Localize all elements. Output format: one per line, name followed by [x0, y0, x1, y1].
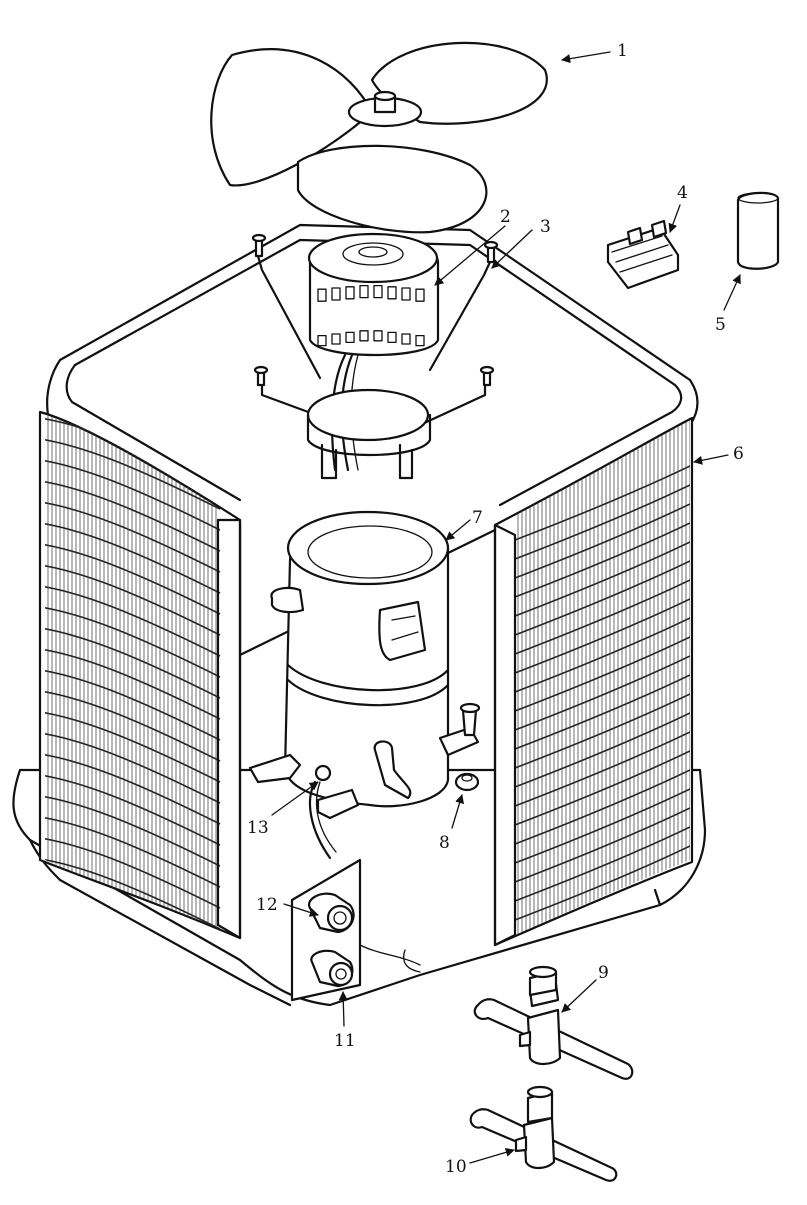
leader-13	[271, 781, 319, 816]
leader-10	[469, 1147, 515, 1164]
right-coil	[493, 416, 694, 947]
capacitor-5	[736, 191, 780, 270]
callout-labels: 1 2 3 4 5 6 7 8 9 10 11 12 13	[247, 41, 744, 1177]
leader-1	[561, 51, 611, 64]
contactor-4	[606, 219, 680, 290]
grommet-8	[454, 772, 480, 792]
callout-10: 10	[445, 1157, 467, 1177]
leader-8	[451, 794, 464, 829]
valve-10	[469, 1085, 618, 1182]
callout-5: 5	[715, 315, 726, 335]
service-valve-11	[310, 949, 354, 988]
leader-7	[445, 519, 471, 541]
leader-3	[491, 229, 533, 269]
leader-6	[693, 454, 729, 465]
leader-2	[434, 225, 506, 286]
fan-blade	[210, 41, 548, 234]
fan-motor	[306, 232, 440, 480]
callout-11: 11	[334, 1031, 356, 1051]
leader-4	[668, 204, 681, 233]
leader-12	[283, 903, 319, 917]
leader-11	[338, 991, 348, 1027]
callout-2: 2	[500, 207, 511, 227]
callout-4: 4	[677, 183, 688, 203]
callout-3: 3	[540, 217, 551, 237]
callout-1: 1	[617, 41, 628, 61]
leader-5	[723, 274, 741, 311]
callout-6: 6	[733, 444, 744, 464]
callout-12: 12	[256, 895, 278, 915]
callout-13: 13	[247, 818, 269, 838]
callout-leaders	[271, 51, 741, 1164]
motor-mount	[251, 233, 499, 427]
callout-7: 7	[472, 508, 483, 528]
callout-8: 8	[439, 833, 450, 853]
compressor	[248, 510, 481, 820]
service-valve-12	[307, 892, 355, 934]
mount-bolts	[251, 233, 499, 387]
callout-9: 9	[598, 963, 609, 983]
valve-9	[473, 965, 634, 1080]
leader-9	[561, 979, 597, 1013]
